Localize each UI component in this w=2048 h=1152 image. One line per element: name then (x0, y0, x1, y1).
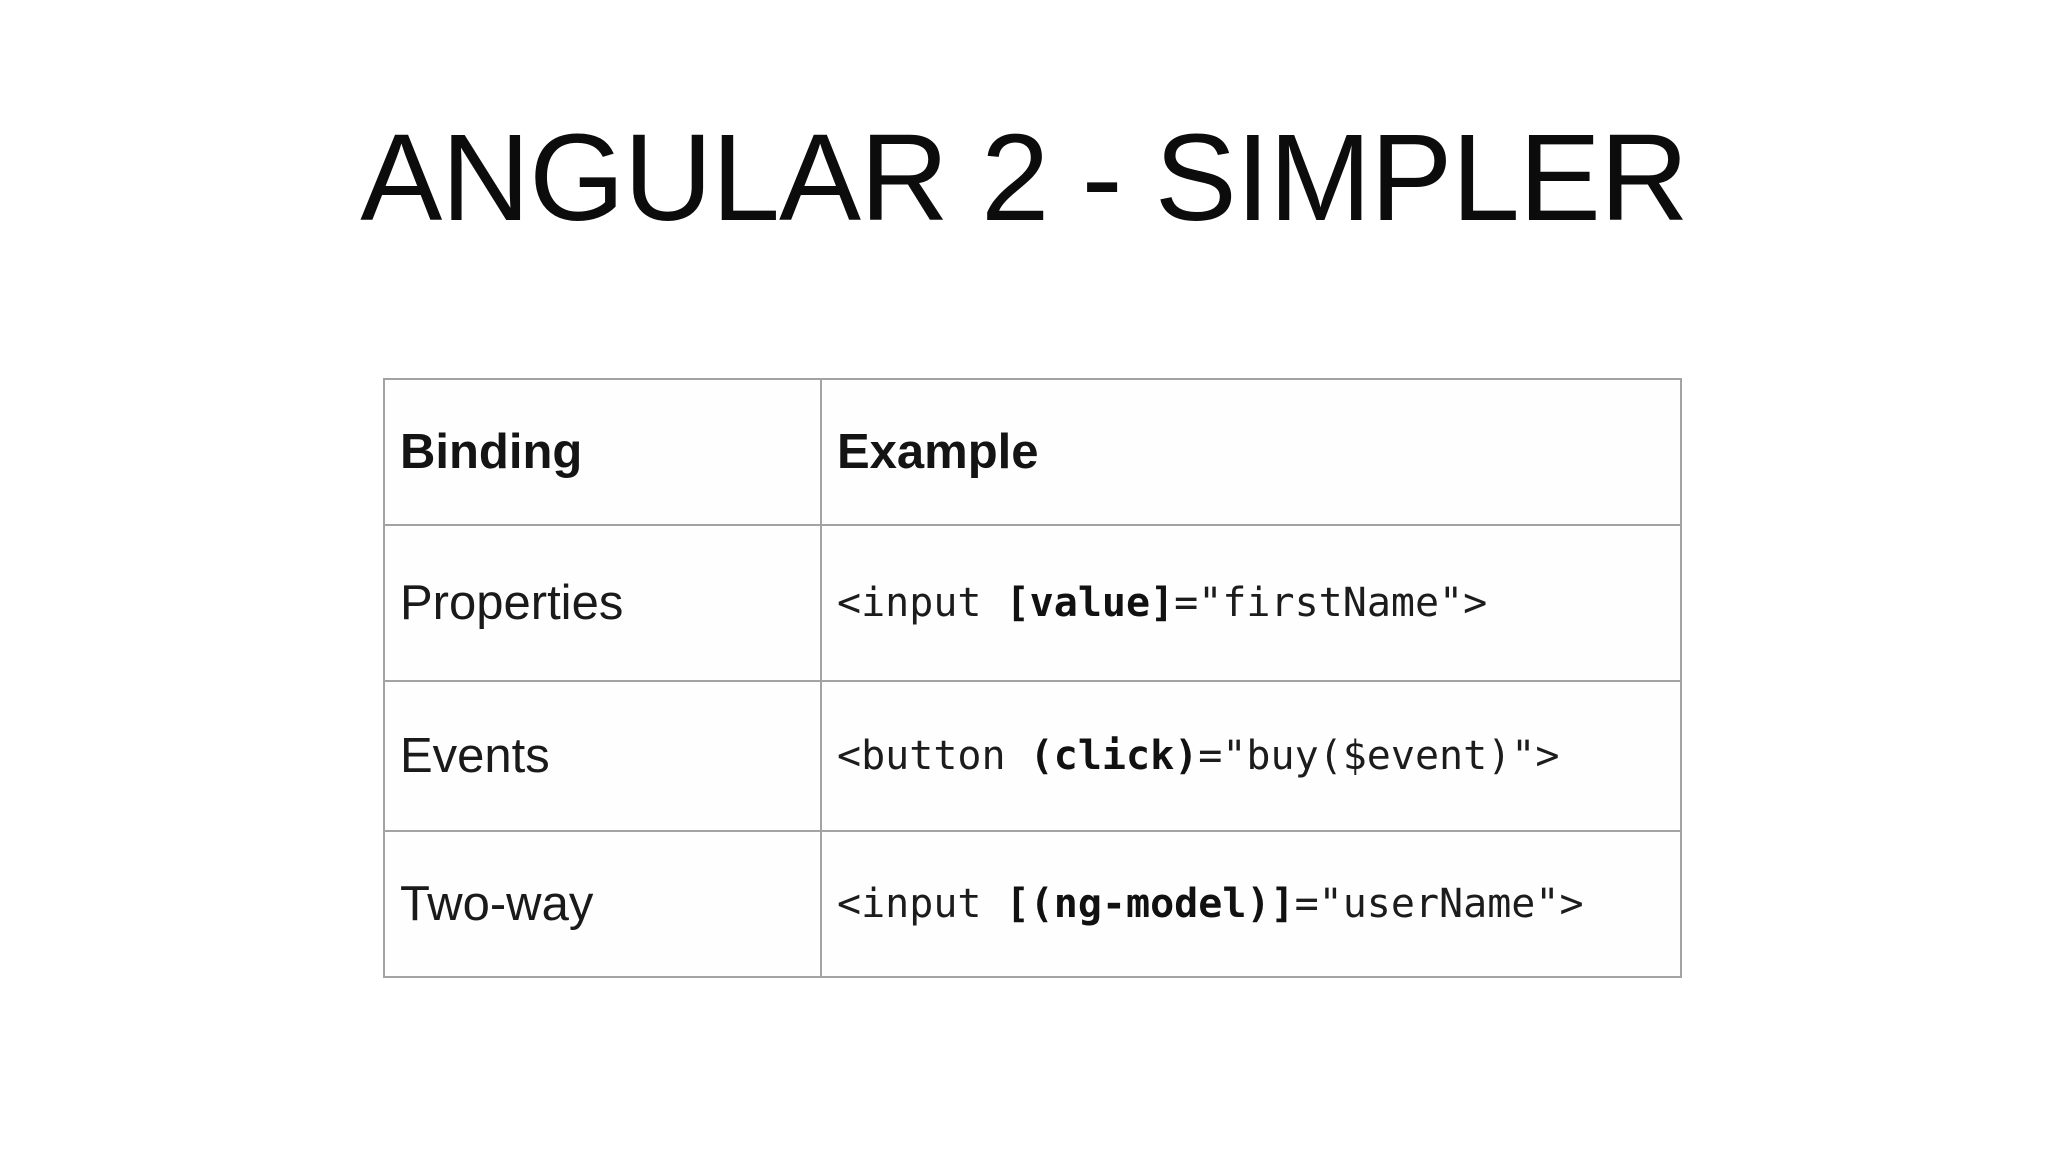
code-post: ="userName"> (1294, 881, 1584, 927)
header-cell-binding: Binding (383, 378, 822, 526)
code-post: ="firstName"> (1174, 580, 1488, 626)
code-post: ="buy($event)"> (1198, 733, 1560, 779)
binding-label-properties: Properties (383, 524, 822, 682)
binding-label-two-way: Two-way (383, 830, 822, 978)
example-code-events: <button (click)="buy($event)"> (820, 680, 1682, 832)
table-row: Properties <input [value]="firstName"> (383, 524, 1682, 682)
binding-table: Binding Example Properties <input [value… (383, 378, 1682, 978)
table-header-row: Binding Example (383, 378, 1682, 526)
code-bold-segment: (click) (1029, 733, 1199, 779)
code-pre: <button (837, 733, 1030, 779)
binding-label-events: Events (383, 680, 822, 832)
code-pre: <input (837, 580, 1006, 626)
table-row: Events <button (click)="buy($event)"> (383, 680, 1682, 832)
example-code-properties: <input [value]="firstName"> (820, 524, 1682, 682)
header-cell-example: Example (820, 378, 1682, 526)
code-bold-segment: [(ng-model)] (1005, 881, 1295, 927)
table-row: Two-way <input [(ng-model)]="userName"> (383, 830, 1682, 978)
slide-title: ANGULAR 2 - SIMPLER (360, 110, 1689, 247)
example-code-two-way: <input [(ng-model)]="userName"> (820, 830, 1682, 978)
code-pre: <input (837, 881, 1006, 927)
code-bold-segment: [value] (1005, 580, 1175, 626)
